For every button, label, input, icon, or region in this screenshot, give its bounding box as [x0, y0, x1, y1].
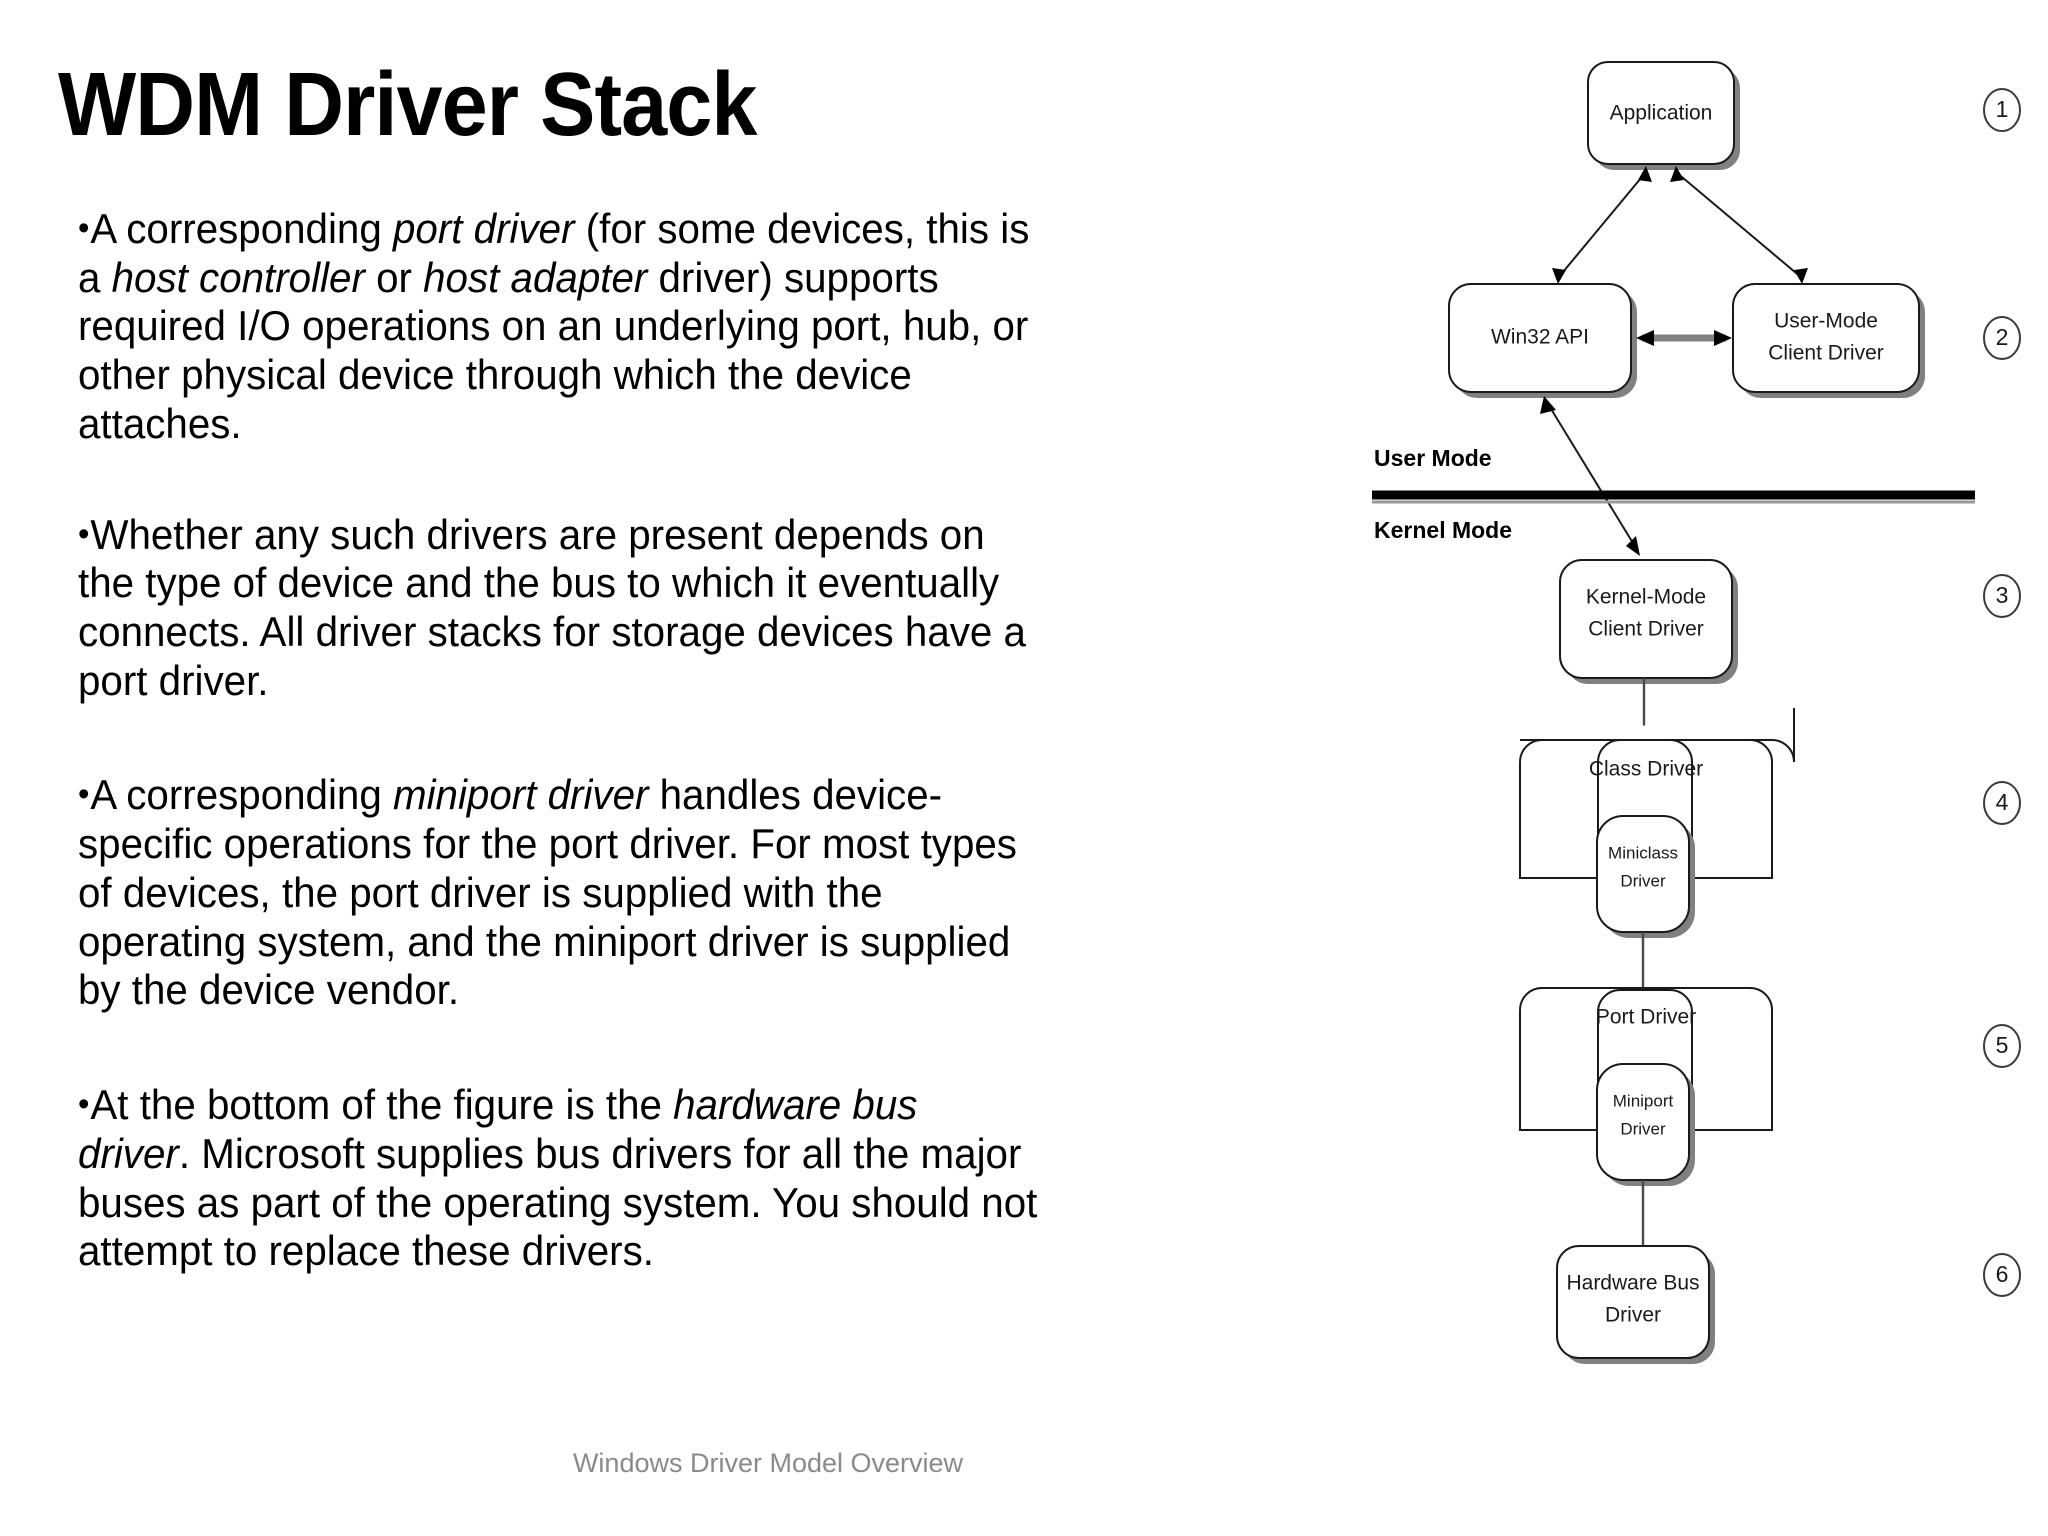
callout-4: 4: [1983, 781, 2021, 825]
diagram-box-miniport-driver-label-line1: Miniport: [1613, 1091, 1674, 1110]
diagram-box-kernel-mode-client-driver-label-line1: Kernel-Mode: [1586, 586, 1706, 609]
diagram-box-kernel-mode-client-driver-label-line2: Client Driver: [1588, 618, 1704, 641]
diagram-box-port-driver: Port Driver: [1519, 987, 1773, 1131]
diagram-box-application-label: Application: [1610, 102, 1713, 125]
diagram-box-user-mode-client-driver-label-line1: User-Mode: [1774, 310, 1878, 333]
bullet-text: A corresponding port driver (for some de…: [78, 205, 1030, 447]
diagram-box-win32-api-label: Win32 API: [1491, 326, 1589, 349]
bullet-hardware-bus-driver: •At the bottom of the figure is the hard…: [78, 1081, 1038, 1276]
diagram-box-hardware-bus-driver-label-line1: Hardware Bus: [1566, 1272, 1699, 1295]
diagram-box-miniclass-driver: Miniclass Driver: [1596, 815, 1695, 938]
page-title: WDM Driver Stack: [58, 55, 757, 155]
mode-divider: User Mode Kernel Mode: [1372, 445, 1975, 543]
bullet-marker-icon: •: [78, 1084, 90, 1123]
callout-5: 5: [1983, 1024, 2021, 1068]
bullet-marker-icon: •: [78, 208, 90, 247]
arrow-app-usermode-client-driver: [1670, 166, 1808, 284]
bullet-port-driver: •A corresponding port driver (for some d…: [78, 205, 1038, 449]
callout-1: 1: [1983, 88, 2021, 132]
bullet-list: •A corresponding port driver (for some d…: [78, 205, 1078, 1276]
bullet-text: A corresponding miniport driver handles …: [78, 771, 1017, 1014]
diagram-box-miniclass-driver-label-line1: Miniclass: [1608, 843, 1678, 862]
arrow-app-win32: [1552, 166, 1652, 284]
bullet-marker-icon: •: [78, 514, 90, 553]
callout-6: 6: [1983, 1253, 2021, 1297]
diagram-box-miniport-driver: Miniport Driver: [1596, 1063, 1695, 1186]
callout-5-label: 5: [1996, 1032, 2009, 1058]
callout-4-label: 4: [1996, 789, 2009, 815]
callout-3: 3: [1983, 574, 2021, 618]
slide-footer: Windows Driver Model Overview: [572, 1448, 964, 1478]
callout-6-label: 6: [1996, 1261, 2009, 1287]
diagram-box-user-mode-client-driver: User-Mode Client Driver: [1732, 283, 1925, 398]
arrow-win32-kernel-mode-client-driver: [1540, 396, 1640, 556]
bullet-text: At the bottom of the figure is the hardw…: [78, 1081, 1038, 1275]
diagram-box-user-mode-client-driver-label-line2: Client Driver: [1768, 342, 1884, 365]
diagram-box-port-driver-label: Port Driver: [1596, 1006, 1696, 1029]
callout-3-label: 3: [1996, 582, 2009, 608]
diagram-box-miniport-driver-label-line2: Driver: [1620, 1119, 1666, 1138]
diagram-box-win32-api: Win32 API: [1448, 283, 1637, 398]
bullet-driver-presence: •Whether any such drivers are present de…: [78, 511, 1038, 706]
bullet-marker-icon: •: [78, 775, 90, 814]
bullet-miniport-driver: •A corresponding miniport driver handles…: [78, 771, 1038, 1015]
wdm-driver-stack-diagram: Application Win32 API User-Mode Client D…: [1370, 40, 2048, 1440]
diagram-box-application: Application: [1587, 61, 1740, 170]
callout-2: 2: [1983, 316, 2021, 360]
diagram-box-kernel-mode-client-driver: Kernel-Mode Client Driver: [1559, 559, 1738, 684]
diagram-box-hardware-bus-driver-label-line2: Driver: [1605, 1304, 1661, 1327]
callout-2-label: 2: [1996, 324, 2009, 350]
diagram-box-class-driver: Class Driver: [1519, 708, 1795, 879]
user-mode-label: User Mode: [1374, 445, 1492, 471]
kernel-mode-label: Kernel Mode: [1374, 517, 1512, 543]
diagram-box-class-driver-label: Class Driver: [1589, 758, 1703, 781]
callout-1-label: 1: [1996, 96, 2009, 122]
bullet-text: Whether any such drivers are present dep…: [78, 510, 1026, 704]
diagram-box-hardware-bus-driver: Hardware Bus Driver: [1556, 1245, 1715, 1364]
diagram-box-miniclass-driver-label-line2: Driver: [1620, 871, 1666, 890]
arrow-win32-usermode-client-driver: [1636, 330, 1732, 346]
